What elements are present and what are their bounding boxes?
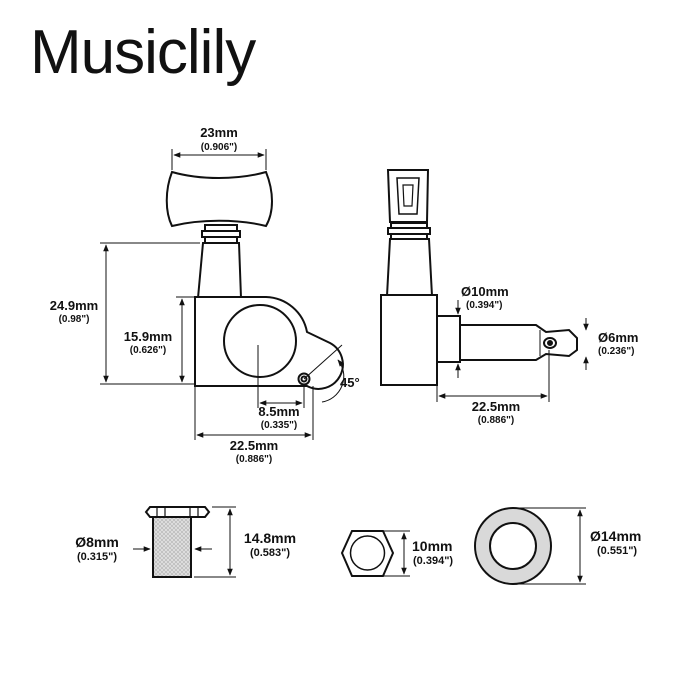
label-total-height: 24.9mm (50, 298, 98, 313)
side-view (380, 169, 578, 386)
label-post-length-in: (0.886") (478, 415, 514, 426)
label-housing-length-in: (0.886") (236, 454, 272, 465)
washer (474, 507, 552, 585)
label-housing-height: 15.9mm (124, 329, 172, 344)
label-total-height-in: (0.98") (59, 314, 90, 325)
label-post-diameter-in: (0.236") (598, 346, 634, 357)
label-post-length: 22.5mm (472, 399, 520, 414)
label-post-base-diameter-in: (0.394") (466, 300, 502, 311)
bushing (144, 506, 211, 578)
tuner-shaft (196, 242, 243, 299)
label-post-base-diameter: Ø10mm (461, 284, 509, 299)
label-post-diameter: Ø6mm (598, 330, 638, 345)
string-hole (223, 304, 297, 378)
label-screw-angle: 45° (340, 375, 360, 390)
label-washer-diameter: Ø14mm (590, 528, 641, 544)
label-bushing-height-in: (0.583") (250, 547, 290, 559)
housing-side (380, 294, 438, 386)
string-post (459, 324, 578, 361)
label-bushing-diameter-in: (0.315") (77, 551, 117, 563)
label-button-width: 23mm (200, 125, 238, 140)
label-washer-diameter-in: (0.551") (597, 545, 637, 557)
label-bushing-diameter: Ø8mm (75, 534, 119, 550)
label-nut-size-in: (0.394") (413, 555, 453, 567)
tuner-button (165, 170, 273, 228)
label-hole-offset: 8.5mm (258, 404, 299, 419)
shaft-side (385, 238, 434, 297)
label-hole-offset-in: (0.335") (261, 420, 297, 431)
hex-nut (340, 530, 395, 577)
label-nut-size: 10mm (412, 538, 452, 554)
front-view (165, 170, 344, 390)
label-housing-length: 22.5mm (230, 438, 278, 453)
label-housing-height-in: (0.626") (130, 345, 166, 356)
label-button-width-in: (0.906") (201, 142, 237, 153)
post-base (436, 315, 461, 363)
label-bushing-height: 14.8mm (244, 530, 296, 546)
brand-title: Musiclily (30, 18, 256, 87)
